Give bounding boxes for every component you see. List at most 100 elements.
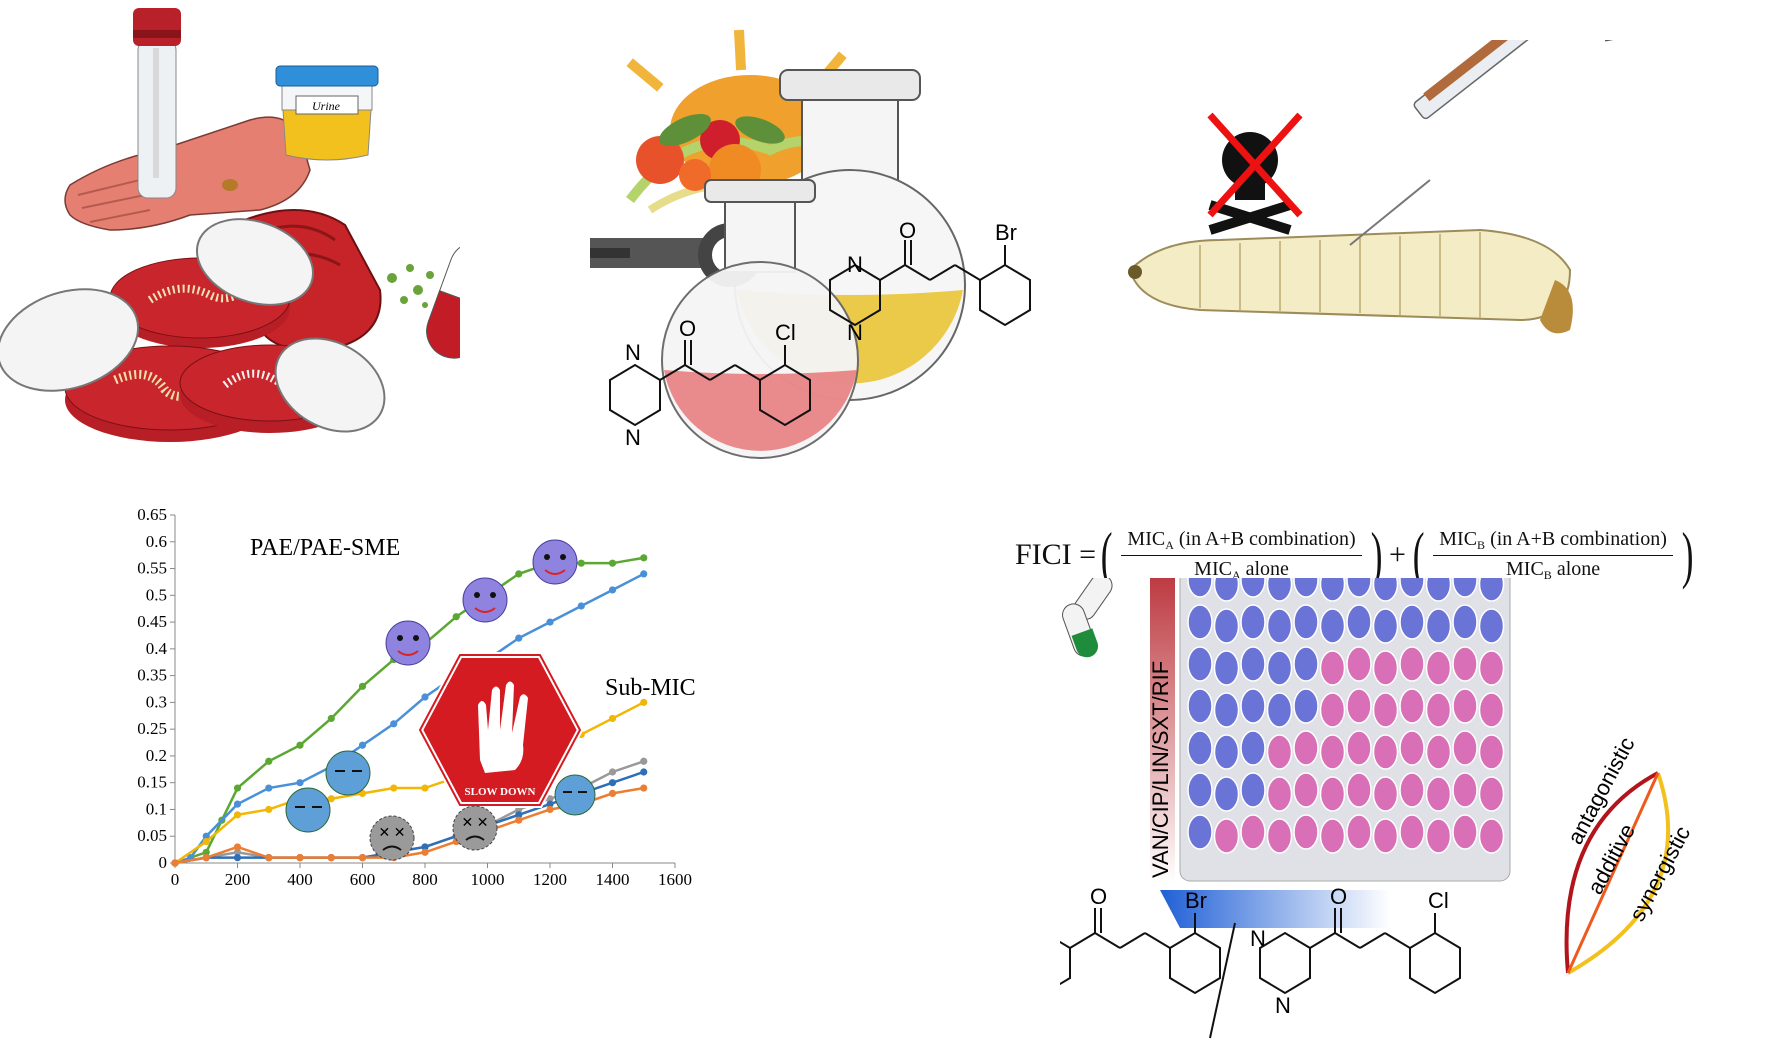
antibiotic-axis-label: VAN/CIP/LIN/SXT/RIF [1148, 661, 1173, 878]
happy-face-icon [532, 539, 578, 585]
nitrogen-label: N [847, 320, 863, 345]
plate-well [1452, 772, 1478, 808]
chlorine-label: Cl [775, 320, 796, 345]
happy-face-icon [462, 577, 508, 623]
series-point-3 [358, 789, 367, 797]
plate-well [1319, 692, 1346, 728]
y-tick-label: 0 [159, 853, 168, 872]
urine-label: Urine [312, 99, 341, 113]
capsules-icon [1062, 578, 1113, 658]
x-tick-label: 1400 [596, 870, 630, 889]
plate-well [1213, 818, 1240, 854]
plate-well [1266, 578, 1293, 602]
plate-well [1213, 734, 1240, 770]
series-point-3 [265, 805, 273, 814]
plate-well [1425, 608, 1452, 644]
plate-well [1266, 776, 1293, 812]
plate-well [1346, 730, 1372, 766]
plate-well [1452, 646, 1478, 682]
slow-down-text: SLOW DOWN [464, 786, 535, 798]
plate-well [1425, 692, 1452, 728]
plate-well [1187, 772, 1213, 808]
plate-well [1346, 646, 1372, 682]
plate-well [1478, 692, 1505, 728]
dead-face-icon: ✕ ✕ [452, 805, 498, 851]
plate-well [1240, 688, 1266, 724]
plate-well [1346, 578, 1372, 598]
plate-well [1478, 650, 1505, 686]
chlorine-label: Cl [1428, 888, 1449, 913]
series-point-5 [546, 800, 554, 808]
swab-tube-drawing [133, 8, 181, 199]
plate-well [1293, 646, 1319, 682]
plate-well [1452, 578, 1478, 598]
plate-well [1319, 650, 1346, 686]
plate-well [1240, 646, 1266, 682]
series-point-1 [202, 848, 210, 856]
bromo-chalcone-structure [829, 240, 1031, 327]
series-point-2 [640, 570, 648, 578]
series-point-3 [390, 784, 398, 792]
plate-well [1478, 734, 1505, 770]
plate-well [1346, 814, 1372, 850]
y-tick-label: 0.3 [146, 692, 167, 711]
plate-well [1187, 578, 1213, 598]
y-tick-label: 0.1 [146, 799, 167, 818]
subscript-a: A [1231, 567, 1241, 582]
plate-well [1372, 650, 1399, 686]
subscript-a: A [1165, 537, 1174, 552]
x-tick-label: 800 [412, 870, 438, 889]
series-point-1 [296, 741, 304, 749]
series-point-1 [608, 559, 617, 567]
plate-well [1399, 772, 1425, 808]
series-point-3 [421, 784, 429, 792]
series-point-5 [515, 811, 523, 819]
nitrogen-label: N [625, 425, 641, 450]
capsule-drawing [426, 241, 460, 359]
series-point-6 [202, 854, 210, 862]
series-point-5 [421, 843, 429, 851]
y-tick-label: 0.65 [137, 505, 167, 524]
series-point-1 [452, 613, 460, 621]
y-tick-label: 0.25 [137, 719, 167, 738]
checkerboard-assay-illustration: VAN/CIP/LIN/SXT/RIF O N N Br O N N Cl [1060, 578, 1695, 1039]
series-point-6 [515, 816, 523, 824]
plate-well [1319, 608, 1346, 644]
x-tick-label: 0 [171, 870, 180, 889]
oxygen-label: O [1330, 884, 1347, 909]
synthesis-illustration: O N N Br O N N Cl [590, 29, 1031, 459]
series-point-2 [202, 832, 210, 840]
plate-well [1372, 608, 1399, 644]
series-point-2 [390, 720, 398, 728]
series-point-3 [640, 698, 648, 706]
plate-well [1293, 814, 1319, 850]
x-tick-label: 1600 [658, 870, 692, 889]
plate-well [1346, 688, 1372, 724]
series-point-2 [515, 634, 523, 642]
plate-well [1213, 608, 1240, 644]
plate-well [1372, 734, 1399, 770]
y-tick-label: 0.2 [146, 746, 167, 765]
plate-well [1452, 688, 1478, 724]
plate-well [1319, 734, 1346, 770]
y-tick-label: 0.4 [146, 639, 168, 658]
plate-well [1240, 730, 1266, 766]
plate-well [1240, 772, 1266, 808]
x-tick-label: 200 [225, 870, 251, 889]
annotation-pae-label: PAE/PAE-SME [250, 535, 400, 561]
plate-well [1372, 692, 1399, 728]
syringe-drawing [1349, 40, 1614, 246]
nitrogen-label: N [1275, 993, 1291, 1018]
series-point-3 [202, 837, 210, 846]
plate-well [1187, 604, 1213, 640]
series-point-4 [233, 848, 242, 856]
series-point-3 [608, 714, 617, 723]
series-point-2 [358, 741, 367, 749]
plate-well [1187, 814, 1213, 850]
urine-cup-drawing: Urine [275, 65, 379, 161]
plate-well [1240, 814, 1266, 850]
oxygen-label: O [679, 316, 696, 341]
series-point-2 [233, 800, 242, 808]
series-point-2 [608, 586, 617, 594]
x-tick-label: 1000 [471, 870, 505, 889]
